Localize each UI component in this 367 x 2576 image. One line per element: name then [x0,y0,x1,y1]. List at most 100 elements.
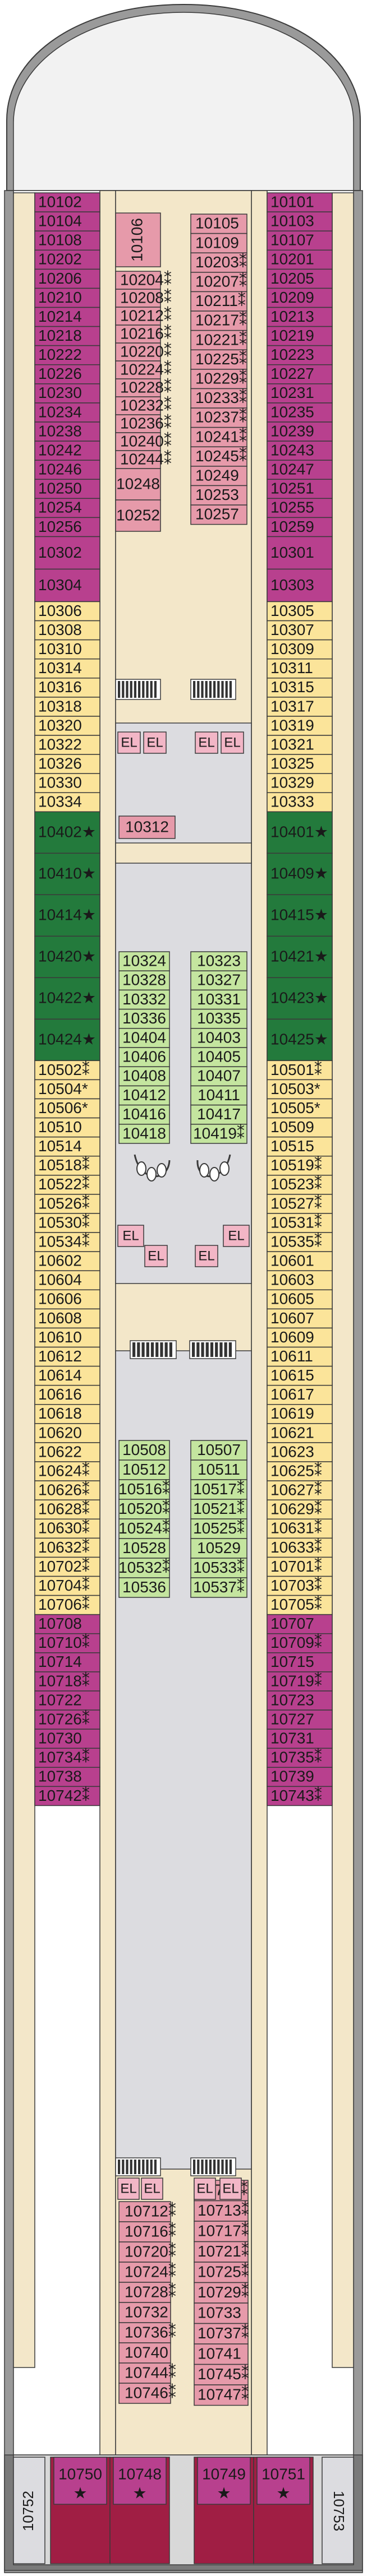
cabin[interactable]: 10233⁑ [190,388,247,409]
cabin[interactable]: 10234 [34,402,100,423]
cabin[interactable]: 10245⁑ [190,446,247,467]
cabin[interactable]: 10204⁑ [115,271,172,290]
cabin[interactable]: 10715 [267,1652,333,1672]
cabin[interactable]: 10714 [34,1652,100,1672]
cabin[interactable]: 10517⁑ [190,1479,247,1500]
elevator[interactable]: EL [117,731,141,754]
cabin[interactable]: 10232⁑ [115,396,172,415]
cabin[interactable]: 10223 [267,345,333,365]
cabin[interactable]: 10503* [267,1079,333,1100]
cabin[interactable]: 10633⁑ [267,1537,333,1558]
cabin[interactable]: 10216⁑ [115,325,172,344]
cabin[interactable]: 10220⁑ [115,342,172,362]
cabin[interactable]: 10226 [34,364,100,384]
cabin[interactable]: 10725⁑ [194,2262,249,2283]
cabin[interactable]: 10206 [34,268,100,289]
cabin[interactable]: 10604 [34,1270,100,1291]
cabin[interactable]: 10302 [34,536,100,570]
cabin[interactable]: 10227 [267,364,333,384]
cabin[interactable]: 10732 [118,2302,171,2323]
cabin[interactable]: 10249 [190,466,247,487]
cabin[interactable]: 10510 [34,1117,100,1138]
cabin[interactable]: 10737⁑ [194,2323,249,2345]
cabin[interactable]: 10702⁑ [34,1556,100,1577]
cabin[interactable]: 10740 [118,2342,171,2364]
suite-cabin[interactable]: 10749★ [194,2457,254,2564]
cabin[interactable]: 10333 [267,792,333,813]
cabin[interactable]: 10537⁑ [190,1577,247,1598]
cabin[interactable]: 10724⁑ [118,2262,176,2283]
cabin[interactable]: 10505* [267,1098,333,1119]
cabin[interactable]: 10509 [267,1117,333,1138]
cabin[interactable]: 10621 [267,1423,333,1443]
cabin[interactable]: 10252 [115,499,161,532]
cabin[interactable]: 10303 [267,568,333,603]
cabin[interactable]: 10528 [118,1538,170,1559]
cabin[interactable]: 10230 [34,383,100,404]
cabin[interactable]: 10721⁑ [194,2241,249,2263]
cabin[interactable]: 10102 [34,192,100,212]
cabin[interactable]: 10726⁑ [34,1709,100,1730]
cabin[interactable]: 10518⁑ [34,1155,100,1176]
cabin[interactable]: 10218 [34,326,100,346]
cabin[interactable]: 10107 [267,230,333,251]
cabin[interactable]: 10615 [267,1365,333,1386]
cabin[interactable]: 10335 [190,1008,247,1029]
cabin[interactable]: 10607 [267,1308,333,1329]
cabin[interactable]: 10629⁑ [267,1499,333,1519]
cabin[interactable]: 10318 [34,697,100,717]
cabin[interactable]: 10739 [267,1767,333,1787]
cabin[interactable]: 10512 [118,1460,170,1480]
cabin[interactable]: 10708 [34,1614,100,1634]
cabin[interactable]: 10221⁑ [190,330,247,350]
cabin[interactable]: 10108 [34,230,100,251]
cabin[interactable]: 10611 [267,1346,333,1367]
cabin[interactable]: 10701⁑ [267,1556,333,1577]
suite-cabin[interactable]: 10748★ [109,2457,170,2564]
cabin[interactable]: 10301 [267,536,333,570]
cabin[interactable]: 10718⁑ [34,1671,100,1692]
cabin[interactable]: 10524⁑ [118,1518,170,1539]
cabin[interactable]: 10514 [34,1136,100,1157]
cabin[interactable]: 10738 [34,1767,100,1787]
suite-cabin[interactable]: 10751★ [253,2457,314,2564]
cabin[interactable]: 10224⁑ [115,360,172,379]
cabin[interactable]: 10418 [118,1124,170,1144]
cabin[interactable]: 10716⁑ [118,2221,176,2243]
cabin[interactable]: 10412 [118,1085,170,1106]
cabin[interactable]: 10423★ [267,977,333,1020]
cabin[interactable]: 10707 [267,1614,333,1634]
cabin[interactable]: 10214 [34,307,100,327]
cabin[interactable]: 10317 [267,697,333,717]
cabin[interactable]: 10504* [34,1079,100,1100]
cabin[interactable]: 10320 [34,716,100,736]
cabin[interactable]: 10723 [267,1690,333,1711]
cabin[interactable]: 10109 [190,233,247,253]
elevator[interactable]: EL [143,731,167,754]
cabin[interactable]: 10516⁑ [118,1479,170,1500]
cabin[interactable]: 10205 [267,268,333,289]
cabin[interactable]: 10533⁑ [190,1558,247,1578]
cabin[interactable]: 10322 [34,735,100,755]
elevator[interactable]: EL [221,731,244,754]
cabin[interactable]: 10618 [34,1404,100,1424]
elevator[interactable]: EL [219,2177,242,2200]
cabin[interactable]: 10403 [190,1028,247,1048]
cabin[interactable]: 10309 [267,639,333,660]
cabin[interactable]: 10728⁑ [118,2282,176,2303]
cabin[interactable]: 10520⁑ [118,1499,170,1519]
cabin[interactable]: 10239 [267,421,333,442]
cabin[interactable]: 10731 [267,1729,333,1749]
cabin[interactable]: 10217⁑ [190,311,247,331]
cabin[interactable]: 10502⁑ [34,1060,100,1081]
elevator[interactable]: EL [144,1245,168,1267]
cabin[interactable]: 10316 [34,678,100,698]
cabin[interactable]: 10419⁑ [190,1124,247,1144]
cabin[interactable]: 10101 [267,192,333,212]
cabin[interactable]: 10734⁑ [34,1748,100,1768]
cabin[interactable]: 10612 [34,1346,100,1367]
cabin[interactable]: 10501⁑ [267,1060,333,1081]
cabin[interactable]: 10314 [34,658,100,679]
cabin[interactable]: 10733 [194,2302,249,2324]
cabin[interactable]: 10404 [118,1028,170,1048]
